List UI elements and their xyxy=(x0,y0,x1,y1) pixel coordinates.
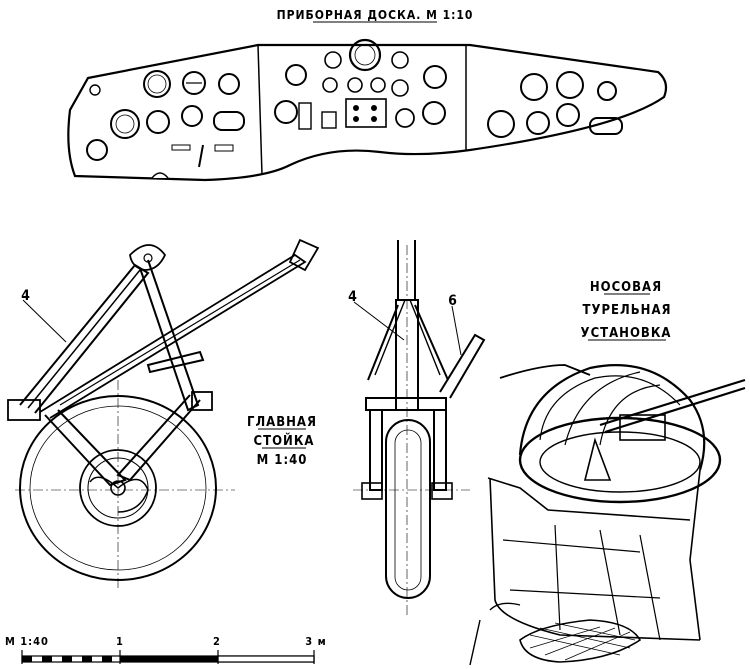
turret-title: НОСОВАЯ ТУРЕЛЬНАЯ УСТАНОВКА xyxy=(581,280,672,341)
turret-dome xyxy=(518,364,706,471)
center-gauges xyxy=(274,38,447,130)
upper-pivot xyxy=(129,244,167,271)
turret-title-line1: НОСОВАЯ xyxy=(590,280,662,295)
altimeter-gauge-icon xyxy=(110,109,140,139)
panel-title: ПРИБОРНАЯ ДОСКА. М 1:10 xyxy=(277,8,474,22)
gear-title-line1: ГЛАВНАЯ xyxy=(247,415,317,430)
gear-title: ГЛАВНАЯ СТОЙКА М 1:40 xyxy=(247,415,317,468)
switch-block-icon xyxy=(345,98,387,128)
rpm-gauge-icon xyxy=(213,111,245,131)
left-gauges xyxy=(86,70,245,168)
right-gauges xyxy=(487,71,623,138)
airspeed-gauge-icon xyxy=(143,70,171,98)
callout-side-strut: 4 xyxy=(21,288,31,304)
gear-title-line2: СТОЙКА xyxy=(254,433,315,449)
main-gear-front-view: 4 6 xyxy=(348,240,486,615)
small-gauge-icon xyxy=(89,84,101,96)
horizon-gauge-icon xyxy=(182,71,206,95)
instrument-panel: ПРИБОРНАЯ ДОСКА. М 1:10 xyxy=(67,8,668,182)
compass-gauge-icon xyxy=(146,110,170,134)
scale-tick-3: 3 м xyxy=(305,635,326,648)
turret-title-line3: УСТАНОВКА xyxy=(581,326,672,341)
panel-outline xyxy=(67,43,668,182)
scale-tick-1: 1 xyxy=(116,635,124,648)
brace-fitting xyxy=(288,238,320,272)
nose-turret-drawing xyxy=(469,364,746,666)
nose-hatch xyxy=(519,619,642,663)
callout-front-strut: 4 xyxy=(348,289,358,305)
main-gear-side-view: 4 xyxy=(7,238,320,590)
callout-front-brace: 6 xyxy=(448,293,458,309)
gear-title-line3: М 1:40 xyxy=(257,453,308,468)
scale-label: М 1:40 xyxy=(5,635,49,648)
temp-gauge-icon xyxy=(86,139,108,161)
scale-bar: М 1:40 1 2 3 м xyxy=(5,635,326,664)
large-dial-icon xyxy=(348,38,382,72)
front-tire xyxy=(385,419,431,599)
turret-title-line2: ТУРЕЛЬНАЯ xyxy=(582,303,671,318)
clock-gauge-icon xyxy=(218,73,240,95)
turn-gauge-icon xyxy=(181,105,203,127)
scale-tick-2: 2 xyxy=(213,635,221,648)
wheel-tire xyxy=(19,395,217,581)
